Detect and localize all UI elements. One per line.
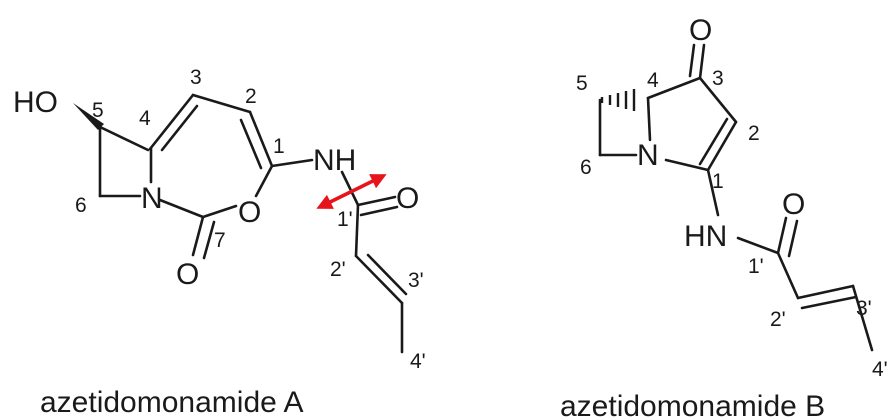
bond-c5-c4 <box>98 125 150 152</box>
position-1-prime: 1' <box>337 208 353 231</box>
bond-hn-c1p <box>736 236 780 255</box>
position-5: 5 <box>92 99 104 122</box>
hashed-bond-c5-c4 <box>600 89 636 111</box>
atom-o-ring: O <box>238 196 261 229</box>
bond-c4-c3 <box>646 76 702 100</box>
caption-azetidomonamide-b: azetidomonamide B <box>560 390 825 419</box>
bond-c1p-c2p <box>776 251 800 300</box>
bond-c3-o-inner <box>688 43 696 78</box>
bond-c3-o <box>698 43 706 80</box>
molecule-a: HO N O O NH O 5 4 3 2 1 6 7 1' 2' 3' 4' … <box>13 66 426 419</box>
atom-o-ketone: O <box>689 14 712 47</box>
position-2: 2 <box>748 122 760 145</box>
bond-c3-c2 <box>191 93 252 114</box>
atom-hn: HN <box>684 220 727 253</box>
bond-c1p-c2p <box>354 203 360 258</box>
bond-c2-c1-inner <box>698 117 729 166</box>
bond-n-c7 <box>158 198 205 219</box>
bond-o-c7 <box>201 204 238 219</box>
position-2-prime: 2' <box>770 308 786 331</box>
position-3-prime: 3' <box>856 297 872 320</box>
bond-c1-o <box>254 164 274 198</box>
bond-c3p-c4p <box>851 284 874 352</box>
bond-c2p-c3p <box>796 284 855 300</box>
bond-c2-c1 <box>248 110 274 168</box>
bond-c1p-o-inner <box>359 205 399 217</box>
atom-n: N <box>141 182 163 215</box>
position-7: 7 <box>214 229 226 252</box>
bond-c2p-c3p <box>354 254 404 305</box>
atom-ho: HO <box>13 86 58 119</box>
bond-c2-c1 <box>706 120 738 172</box>
noe-arrow <box>316 174 387 209</box>
bond-c7-o-carbonyl <box>191 215 205 257</box>
atom-nh: NH <box>313 144 356 177</box>
caption-azetidomonamide-a: azetidomonamide A <box>40 386 304 419</box>
position-5: 5 <box>576 72 588 95</box>
atom-o-amide: O <box>782 188 805 221</box>
atom-n: N <box>637 139 659 172</box>
wedge-bond-ho-c5 <box>73 103 104 130</box>
position-2: 2 <box>245 85 257 108</box>
position-3-prime: 3' <box>408 269 424 292</box>
position-4: 4 <box>647 69 659 92</box>
position-2-prime: 2' <box>330 258 346 281</box>
position-6: 6 <box>75 194 87 217</box>
bond-c4-c3-inner <box>160 104 199 152</box>
bond-c1-nh <box>270 158 314 168</box>
position-4: 4 <box>139 107 151 130</box>
atom-o-carbonyl: O <box>176 258 199 291</box>
position-4-prime: 4' <box>410 350 426 373</box>
molecule-b: O N HN O 5 4 3 2 1 6 1' 2' 3' 4' azetido… <box>560 14 888 419</box>
bond-c2p-c3p-inner <box>800 295 858 310</box>
bond-c1p-o <box>356 195 397 207</box>
bond-c2-c1-inner <box>239 118 263 170</box>
bond-n-c4 <box>646 96 652 142</box>
bond-c3-c2 <box>698 76 738 124</box>
bond-c1p-o-inner <box>787 219 799 258</box>
bond-c1p-o <box>776 216 788 255</box>
bond-c4-c3 <box>148 93 195 151</box>
bond-c1-n <box>664 158 710 172</box>
position-1-prime: 1' <box>748 255 764 278</box>
bond-c7-o-carbonyl-inner <box>202 220 216 260</box>
bond-c1-hn <box>706 168 720 217</box>
position-3: 3 <box>712 67 724 90</box>
position-6: 6 <box>580 156 592 179</box>
atom-o-amide: O <box>396 182 419 215</box>
position-4-prime: 4' <box>872 358 888 381</box>
position-3: 3 <box>190 66 202 89</box>
bond-c2p-c3p-inner <box>366 253 408 296</box>
position-1: 1 <box>273 135 285 158</box>
position-1: 1 <box>712 170 724 193</box>
